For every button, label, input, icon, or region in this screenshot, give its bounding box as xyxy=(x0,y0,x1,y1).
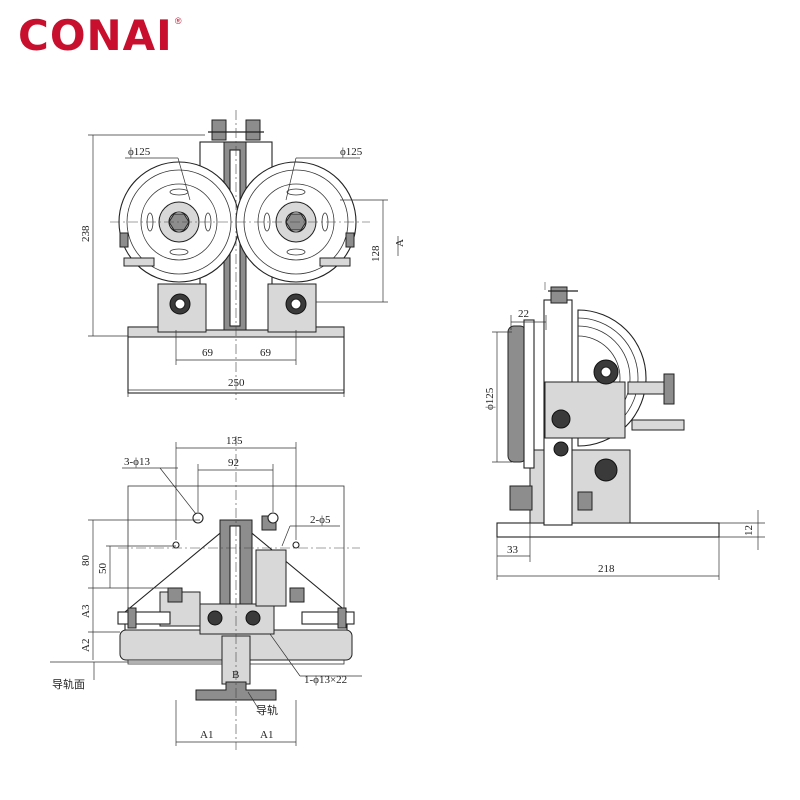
side-tread-wheel xyxy=(507,325,527,463)
holes-large-leader xyxy=(159,467,197,515)
front-side-bolt-right xyxy=(345,232,355,248)
side-spring-nut xyxy=(663,373,675,405)
dim-250-label: 250 xyxy=(228,377,245,389)
registered-mark: ® xyxy=(174,16,182,26)
side-tread-edge xyxy=(523,319,535,469)
brand-name: CONAI xyxy=(18,11,173,60)
dim-218-label: 218 xyxy=(598,563,615,575)
dim-135-label: 135 xyxy=(226,435,243,447)
top-rod-left xyxy=(117,611,171,625)
dim-b-label: B xyxy=(232,669,239,681)
top-hole-2 xyxy=(267,512,279,524)
side-axle-hole xyxy=(600,366,612,378)
dim-33-label: 33 xyxy=(507,544,519,556)
dim-50-label: 50 xyxy=(97,563,109,575)
top-rod-nut-right xyxy=(337,607,347,629)
side-dia-label: ϕ125 xyxy=(484,387,496,410)
front-spring-left xyxy=(123,257,155,267)
front-top-bolt-right xyxy=(245,119,261,141)
side-base-bolt xyxy=(509,485,533,511)
side-top-bolt xyxy=(550,286,568,304)
dim-80-label: 80 xyxy=(80,555,92,567)
holes-small-leader xyxy=(281,525,291,547)
side-bolt-3 xyxy=(594,458,618,482)
front-dia-right-label: ϕ125 xyxy=(340,146,363,158)
top-roller-right xyxy=(255,549,287,607)
top-rod-nut-left xyxy=(127,607,137,629)
front-top-bolt-left xyxy=(211,119,227,141)
front-dia-left-label: ϕ125 xyxy=(128,146,151,158)
rail-leader xyxy=(247,691,259,709)
top-nut-2 xyxy=(289,587,305,603)
dim-92-label: 92 xyxy=(228,457,239,469)
front-spring-right xyxy=(319,257,351,267)
top-hole-small-2 xyxy=(292,541,300,549)
slot-leader xyxy=(269,633,301,677)
dim-a1-right-label: A1 xyxy=(260,729,273,741)
dim-a1-left-label: A1 xyxy=(200,729,213,741)
dim-a2-label: A2 xyxy=(80,639,92,652)
top-nut-1 xyxy=(167,587,183,603)
dim-69-right-label: 69 xyxy=(260,347,272,359)
dim-128-label: 128 xyxy=(370,245,382,262)
front-view: 238 128 A ϕ125 ϕ125 69 69 250 xyxy=(80,110,406,400)
side-base-bolt-2 xyxy=(577,491,593,511)
rail-label: 导轨 xyxy=(256,703,278,717)
dia-leader-left xyxy=(177,157,191,201)
holes-small-label: 2-ϕ5 xyxy=(310,514,331,526)
brand-logo: CONAI ® xyxy=(18,14,181,58)
front-bracket-bolt-left-hole xyxy=(174,298,186,310)
rail-face-label: 导轨面 xyxy=(52,677,85,691)
side-bolt-1 xyxy=(551,409,571,429)
dim-12-label: 12 xyxy=(743,525,755,536)
front-bracket-bolt-right-hole xyxy=(290,298,302,310)
top-bolt-1 xyxy=(207,610,223,626)
side-spring-lower xyxy=(631,419,685,431)
dim-69-left-label: 69 xyxy=(202,347,214,359)
side-view: ϕ125 22 33 218 12 xyxy=(484,282,765,580)
top-hole-small-1 xyxy=(172,541,180,549)
top-shoe-slot xyxy=(229,525,241,617)
section-mark-label: A xyxy=(394,239,406,247)
dim-238-label: 238 xyxy=(80,225,92,242)
dim-22-label: 22 xyxy=(518,308,529,320)
front-side-bolt-left xyxy=(119,232,129,248)
top-hole-1 xyxy=(192,512,204,524)
slot-label: 1-ϕ13×22 xyxy=(304,674,347,686)
top-bolt-2 xyxy=(245,610,261,626)
dim-a3-label: A3 xyxy=(80,604,92,618)
side-mid-block xyxy=(544,381,626,439)
front-wheel-left xyxy=(118,161,240,283)
dia-leader-right xyxy=(285,157,297,201)
holes-large-label: 3-ϕ13 xyxy=(124,456,150,468)
top-view: 135 92 3-ϕ13 2-ϕ5 80 50 A3 A2 导轨面 xyxy=(50,435,362,750)
side-bolt-2 xyxy=(553,441,569,457)
